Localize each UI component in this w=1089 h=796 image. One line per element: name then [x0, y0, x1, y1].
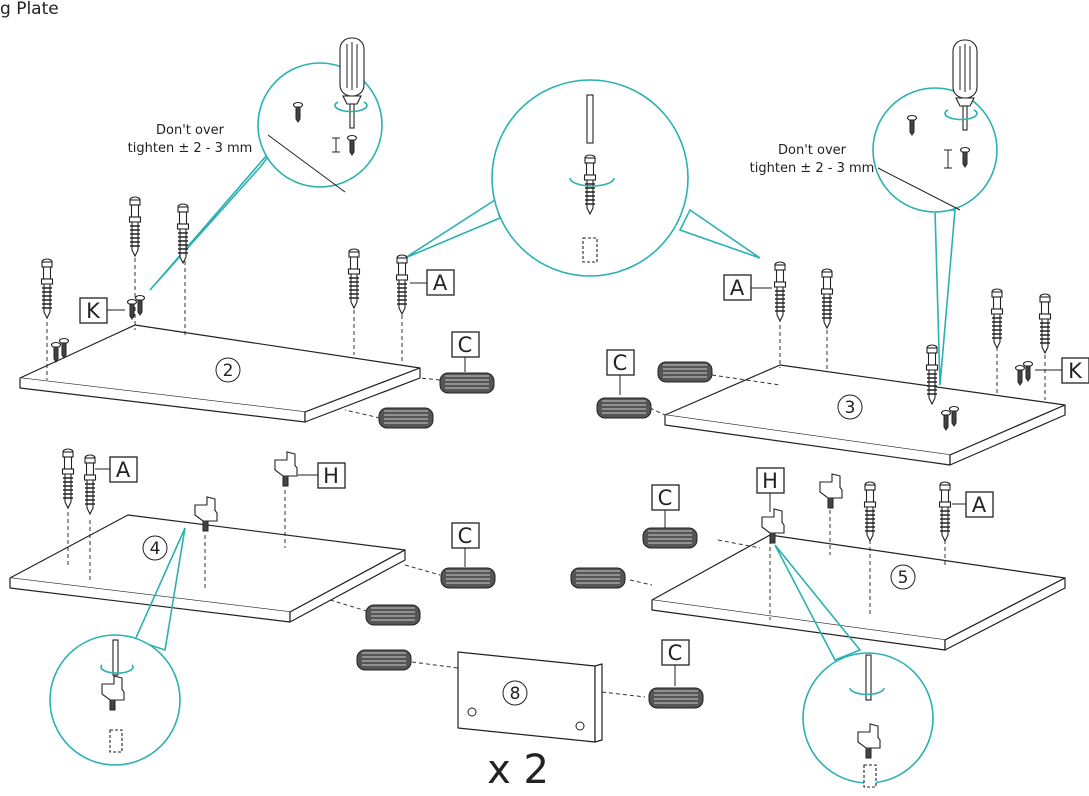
- part-label-K-right: K: [1035, 357, 1089, 384]
- screw-icon: [58, 337, 70, 359]
- part-label-C-left-bottom: C: [451, 522, 480, 567]
- part-label-A-left-top: A: [410, 269, 455, 296]
- cam-bolt-icon: [347, 248, 361, 309]
- cam-bolt-icon: [938, 481, 952, 542]
- dowel-icon: [642, 527, 698, 549]
- svg-text:A: A: [116, 458, 131, 482]
- cam-bolt-icon: [395, 254, 409, 315]
- dowel-icon: [570, 567, 626, 589]
- svg-text:C: C: [458, 524, 473, 548]
- svg-text:C: C: [458, 333, 473, 357]
- svg-text:C: C: [613, 351, 628, 375]
- screw-icon: [1014, 364, 1026, 386]
- torque-note-right-line2: tighten ± 2 - 3 mm: [750, 161, 875, 176]
- shelf-pin-icon: [819, 473, 843, 509]
- torque-note-left-line1: Don't over: [156, 123, 225, 138]
- part-label-C-right-bottom-top: C: [651, 484, 680, 528]
- page-title: g Plate: [0, 0, 59, 19]
- part-label-K-left: K: [79, 297, 125, 324]
- callout-left-top: [149, 37, 383, 291]
- svg-text:C: C: [668, 641, 683, 665]
- part-label-H-left: H: [298, 462, 346, 489]
- part-label-C-bottom: C: [661, 639, 690, 686]
- panel-2: [19, 230, 421, 423]
- svg-text:A: A: [972, 493, 987, 517]
- svg-text:A: A: [730, 276, 745, 300]
- callout-divider: [267, 134, 346, 193]
- part-label-A-right-bottom: A: [952, 491, 994, 518]
- cam-bolt-icon: [128, 196, 142, 257]
- part-label-C-right-top: C: [606, 349, 635, 395]
- panel-5: [651, 510, 1066, 651]
- cam-bolt-icon: [863, 481, 877, 542]
- dowel-icon: [596, 397, 652, 419]
- screw-icon: [1022, 360, 1034, 382]
- screw-icon: [50, 341, 62, 363]
- dowel-icon: [378, 407, 434, 429]
- svg-text:C: C: [658, 486, 673, 510]
- svg-text:H: H: [323, 464, 339, 488]
- cam-bolt-icon: [990, 288, 1004, 349]
- panel-number-8: 8: [510, 684, 521, 704]
- callout-right-top: [872, 39, 998, 386]
- svg-text:K: K: [86, 299, 101, 323]
- dowel-icon: [439, 372, 495, 394]
- cam-bolt-icon: [40, 258, 54, 319]
- torque-note-left-line2: tighten ± 2 - 3 mm: [128, 141, 253, 156]
- callout-divider-right: [877, 167, 961, 211]
- cam-bolt-icon: [83, 454, 97, 515]
- panel-number-4: 4: [150, 539, 161, 559]
- dowel-icon: [365, 604, 421, 626]
- svg-text:A: A: [433, 271, 448, 295]
- panel-number-3: 3: [845, 398, 856, 418]
- dowel-icon: [657, 361, 713, 383]
- torque-note-right-line1: Don't over: [778, 143, 847, 158]
- callout-middle: [404, 79, 761, 277]
- cam-bolt-icon: [773, 261, 787, 322]
- part-label-A-right-top: A: [723, 274, 772, 301]
- part-label-C-left-top: C: [451, 331, 480, 372]
- quantity-multiplier: x 2: [487, 747, 549, 792]
- shelf-pin-icon: [274, 451, 298, 487]
- cam-bolt-icon: [61, 448, 75, 509]
- cam-bolt-icon: [820, 268, 834, 329]
- callout-left-bottom: [49, 527, 186, 766]
- panel-number-5: 5: [898, 568, 909, 588]
- callout-right-bottom: [774, 544, 934, 788]
- panel-4: [9, 490, 406, 623]
- svg-text:K: K: [1068, 359, 1083, 383]
- panel-8: [457, 651, 603, 743]
- panel-number-2: 2: [223, 361, 234, 381]
- part-label-A-left-bottom: A: [95, 456, 138, 483]
- cam-bolt-icon: [1038, 293, 1052, 354]
- panel-3: [664, 318, 1066, 466]
- part-label-H-right: H: [756, 467, 785, 512]
- svg-text:H: H: [762, 469, 778, 493]
- dowel-icon: [648, 687, 704, 709]
- screw-icon: [134, 294, 146, 316]
- cam-bolt-icon: [176, 203, 190, 264]
- dowel-icon: [440, 567, 496, 589]
- dowel-icon: [356, 649, 412, 671]
